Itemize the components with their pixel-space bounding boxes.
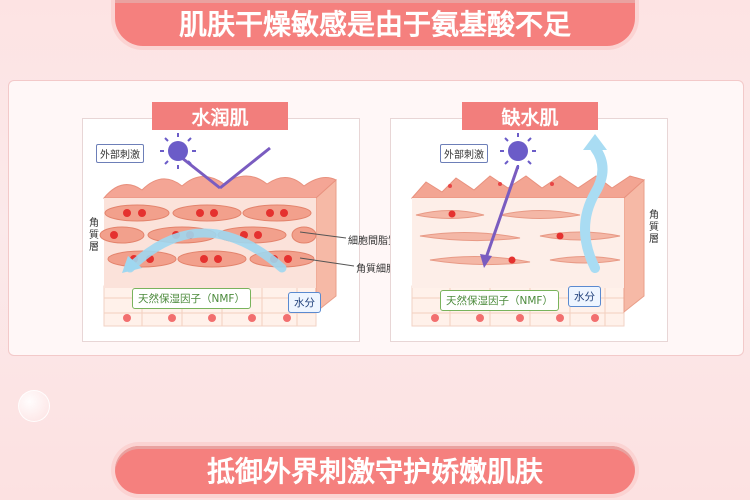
stratum-corneum-label: 角質層 — [649, 210, 659, 245]
page-title: 肌肤干燥敏感是由于氨基酸不足 — [115, 0, 635, 46]
nmf-label: 天然保湿因子（NMF） — [440, 290, 559, 311]
decorative-bubble — [18, 390, 50, 422]
bottom-title: 抵御外界刺激守护娇嫩肌肤 — [115, 446, 635, 494]
water-label: 水分 — [288, 292, 321, 313]
dry-skin-header: 缺水肌 — [462, 102, 598, 130]
water-label: 水分 — [568, 286, 601, 307]
hydrated-skin-illustration — [99, 133, 337, 327]
corneocyte-annotation: 角質細胞 — [356, 264, 396, 275]
stratum-corneum-label: 角質層 — [89, 218, 99, 253]
hydrated-skin-header: 水润肌 — [152, 102, 288, 130]
external-stimulus-label: 外部刺激 — [440, 144, 488, 163]
external-stimulus-label: 外部刺激 — [96, 144, 144, 163]
intercellular-lipid-annotation: 細胞間脂質 — [348, 236, 398, 247]
nmf-label: 天然保湿因子（NMF） — [132, 288, 251, 309]
